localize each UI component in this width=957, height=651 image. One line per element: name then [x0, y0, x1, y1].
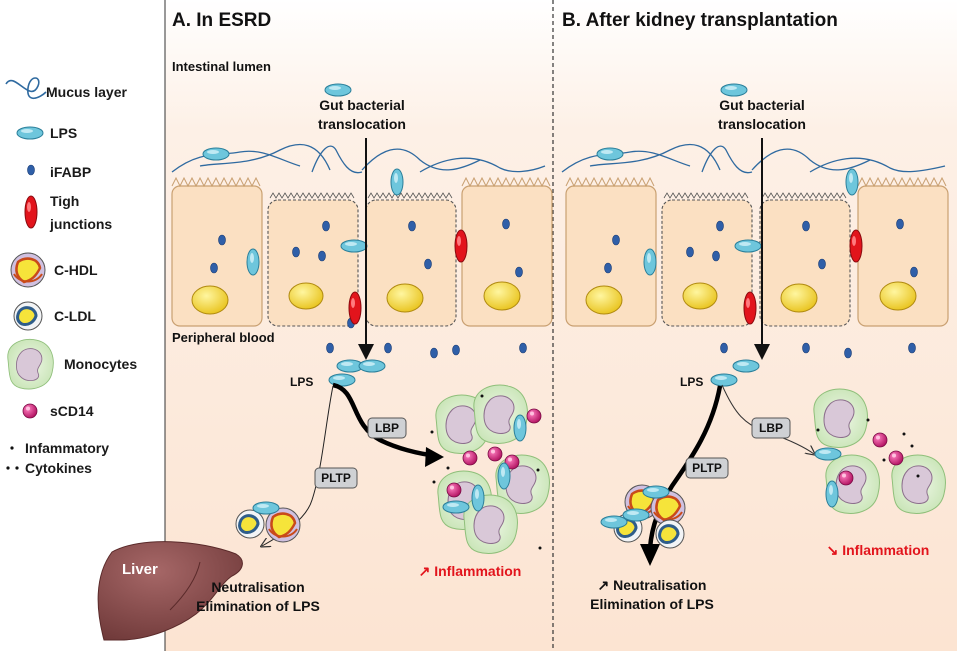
legend-label-tight: Tigh: [50, 193, 79, 209]
panel-b: B. After kidney transplantation: [561, 10, 949, 612]
legend-label-ldl: C-LDL: [54, 308, 96, 324]
peripheral-blood-label: Peripheral blood: [172, 330, 275, 345]
svg-text:LBP: LBP: [759, 421, 783, 435]
lps-label-a: LPS: [290, 375, 313, 389]
translocation-label-a-2: translocation: [318, 116, 406, 132]
legend-label-ifabp: iFABP: [50, 164, 91, 180]
neutralisation-label-b: ↗ Neutralisation: [598, 577, 707, 593]
legend-label-inflammatory: Infammatory: [25, 440, 109, 456]
mucus-layer-b: [561, 143, 946, 174]
legend-label-lps: LPS: [50, 125, 77, 141]
pltp-box-a: PLTP: [314, 467, 358, 489]
lbp-box-b: LBP: [751, 417, 791, 439]
liver-label: Liver: [122, 561, 158, 578]
scd14-icon: [22, 403, 38, 419]
tight-junction-icon: [24, 195, 38, 229]
svg-text:PLTP: PLTP: [321, 471, 351, 485]
translocation-label-a-1: Gut bacterial: [319, 97, 405, 113]
monocyte-icon: [7, 338, 54, 390]
panel-a: A. In ESRD Intestinal lumen: [97, 10, 553, 641]
epithelium-b: [565, 176, 949, 327]
mucus-icon: [5, 77, 47, 100]
pltp-arrow-b: [647, 385, 723, 549]
svg-text:LBP: LBP: [375, 421, 399, 435]
lbp-arrow-head-a: [425, 447, 444, 467]
cytokine-icon: [6, 446, 19, 470]
legend-label-junctions: junctions: [49, 216, 112, 232]
pltp-arrow-head-b: [640, 544, 660, 566]
ldl-icon: [12, 300, 44, 332]
inflammation-label-a: ↗ Inflammation: [419, 563, 522, 579]
translocation-label-b-1: Gut bacterial: [719, 97, 805, 113]
panel-a-title: A. In ESRD: [172, 10, 271, 31]
intestinal-lumen-label: Intestinal lumen: [172, 59, 271, 74]
legend-label-scd14: sCD14: [50, 403, 94, 419]
neutralisation-label-a: Neutralisation: [211, 579, 304, 595]
lps-icon: [16, 126, 44, 140]
legend-label-monocytes: Monocytes: [64, 356, 137, 372]
elimination-label-a: Elimination of LPS: [196, 598, 320, 614]
ifabp-icon: [27, 164, 35, 176]
legend-label-mucus: Mucus layer: [46, 84, 127, 100]
lps-label-b: LPS: [680, 375, 703, 389]
legend-label-cytokines: Cytokines: [25, 460, 92, 476]
elimination-label-b: Elimination of LPS: [590, 596, 714, 612]
translocation-label-b-2: translocation: [718, 116, 806, 132]
legend-label-hdl: C-HDL: [54, 262, 98, 278]
pltp-box-b: PLTP: [685, 457, 729, 479]
svg-text:PLTP: PLTP: [692, 461, 722, 475]
lbp-box-a: LBP: [367, 417, 407, 439]
liver-icon: [97, 541, 243, 641]
panel-b-title: B. After kidney transplantation: [562, 10, 838, 31]
legend: Mucus layer LPS iFABP Tigh junctions C-H…: [5, 77, 137, 476]
inflammation-label-b: ↘ Inflammation: [827, 542, 930, 558]
monocytes-a: [430, 384, 550, 554]
lbp-arrow-a: [332, 382, 439, 459]
monocytes-b: [813, 388, 946, 514]
hdl-icon: [9, 251, 47, 289]
mucus-layer-a: [171, 143, 546, 174]
